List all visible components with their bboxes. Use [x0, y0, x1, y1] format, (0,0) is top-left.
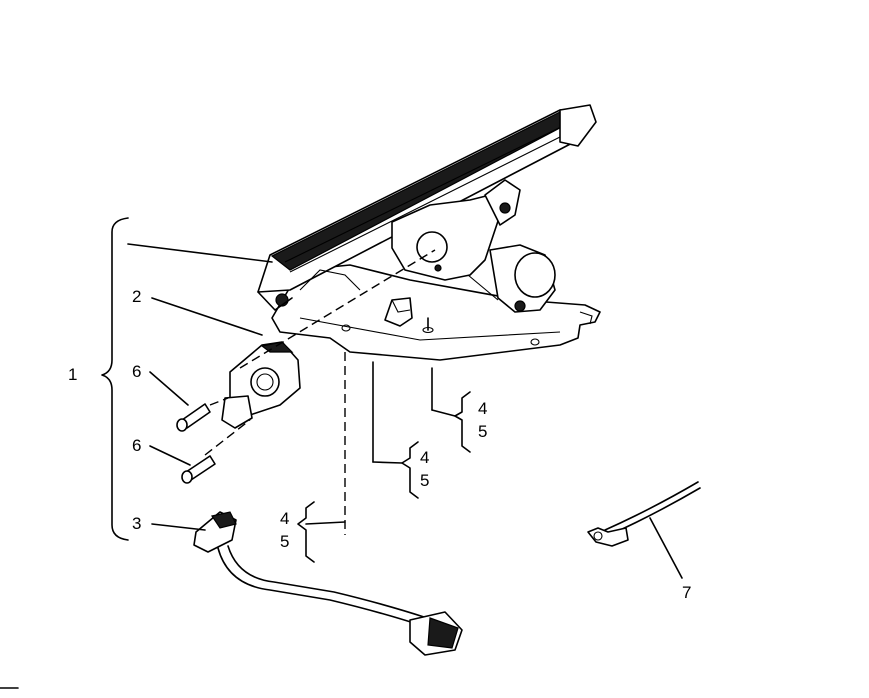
callout-4-right: 4 [478, 399, 487, 418]
alignment-line-screw [204, 419, 251, 456]
screw-upper [176, 403, 211, 432]
assembly-bracket [101, 217, 129, 541]
callout-6-lower: 6 [132, 436, 141, 455]
callout-4-middle: 4 [420, 448, 429, 467]
tie-strap [587, 481, 701, 547]
wiring-harness [193, 511, 463, 656]
callout-5-middle: 5 [420, 471, 429, 490]
callout-2: 2 [132, 287, 141, 306]
mounting-bracket-plate [271, 264, 601, 361]
pedal-position-sensor [221, 341, 301, 429]
pedal-arm-housing [391, 194, 501, 281]
alignment-line-screw-upper [209, 397, 229, 406]
callout-5-right: 5 [478, 422, 487, 441]
callout-6-upper: 6 [132, 362, 141, 381]
callout-3: 3 [132, 514, 141, 533]
accelerator-pedal-assembly [257, 104, 601, 361]
alignment-line-sensor [239, 249, 436, 369]
callout-1: 1 [68, 365, 77, 384]
callout-7: 7 [682, 583, 691, 602]
callout-4-left: 4 [280, 509, 289, 528]
callout-5-left: 5 [280, 532, 289, 551]
screw-lower [181, 455, 216, 484]
